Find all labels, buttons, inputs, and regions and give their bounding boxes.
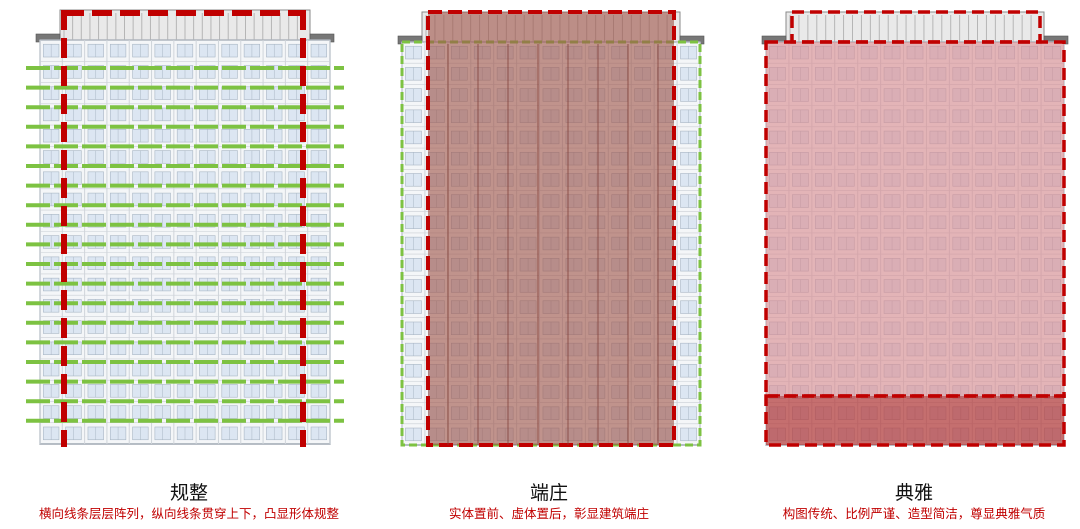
caption-description: 横向线条层层阵列，纵向线条贯穿上下，凸显形体规整 xyxy=(38,506,340,521)
vertical-red-dashed-lines xyxy=(61,10,306,447)
solid-volume xyxy=(426,10,676,447)
caption-description: 构图传统、比例严谨、造型简洁，尊显典雅气质 xyxy=(782,506,1046,521)
caption-elegant: 典雅 构图传统、比例严谨、造型简洁，尊显典雅气质 xyxy=(783,481,1046,523)
horizontal-green-bands xyxy=(26,66,344,423)
elevation-drawings xyxy=(26,9,1069,447)
caption-title: 规整 xyxy=(169,482,209,504)
base-podium xyxy=(764,394,1066,447)
elevation-dignified xyxy=(397,10,705,447)
caption-description: 实体置前、虚体置后，彰显建筑端庄 xyxy=(448,506,650,521)
caption-dignified: 端庄 实体置前、虚体置后，彰显建筑端庄 xyxy=(449,481,649,523)
classical-composition-overlay xyxy=(764,10,1066,447)
caption-title: 典雅 xyxy=(894,482,934,504)
caption-regular: 规整 横向线条层层阵列，纵向线条贯穿上下，凸显形体规整 xyxy=(39,481,339,523)
building-elevation-1 xyxy=(35,9,335,445)
middle-body xyxy=(764,40,1066,398)
caption-title: 端庄 xyxy=(529,482,569,504)
elevation-regular xyxy=(26,9,344,447)
elevation-elegant xyxy=(761,10,1069,447)
solid-volume-overlay xyxy=(400,10,702,447)
